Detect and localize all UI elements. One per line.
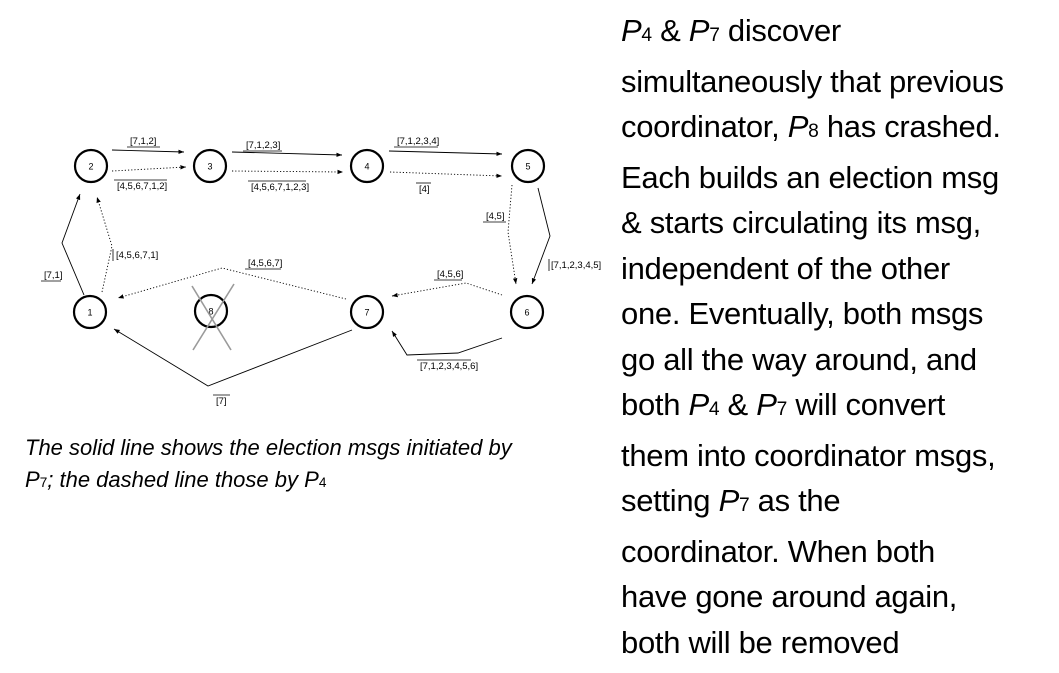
node-7-label: 7 bbox=[364, 308, 369, 318]
node-5: 5 bbox=[510, 148, 546, 184]
node-1-label: 1 bbox=[87, 308, 92, 318]
node-2-label: 2 bbox=[88, 162, 93, 172]
edge-dashed-3-4 bbox=[231, 169, 344, 175]
para-line-3: coordinator, P8 has crashed. bbox=[621, 109, 1001, 144]
diagram-caption: The solid line shows the election msgs i… bbox=[25, 432, 615, 499]
caption-p4: P4 bbox=[304, 467, 327, 492]
label-dashed-4-5: [4] bbox=[419, 184, 430, 195]
edge-solid-4-5 bbox=[388, 150, 503, 157]
caption-p7: P7 bbox=[25, 467, 48, 492]
label-dashed-7-1: [4,5,6,7] bbox=[248, 258, 282, 269]
para-line-7: one. Eventually, both msgs bbox=[621, 296, 984, 331]
para-line-14: both will be removed bbox=[621, 624, 900, 660]
para-line-1: P4 & P7 discover bbox=[621, 13, 841, 48]
label-solid-1-2: [7,1] bbox=[44, 270, 63, 281]
label-solid-6-7: [7,1,2,3,4,5,6] bbox=[420, 361, 478, 372]
para-line-5: & starts circulating its msg, bbox=[621, 205, 981, 240]
label-dashed-1-2: [4,5,6,7,1] bbox=[116, 250, 158, 261]
para-line-9: both P4 & P7 will convert bbox=[621, 387, 946, 422]
caption-line-2: ; the dashed line those by bbox=[47, 467, 305, 492]
explanation-paragraph: P4 & P7 discover simultaneously that pre… bbox=[621, 8, 1053, 665]
para-line-12: coordinator. When both bbox=[621, 533, 935, 569]
crash-cross-line-a bbox=[191, 285, 232, 351]
para-line-6: independent of the other bbox=[621, 250, 950, 286]
edge-solid-3-4 bbox=[231, 151, 343, 158]
node-2: 2 bbox=[73, 148, 109, 184]
edge-solid-5-6 bbox=[531, 187, 551, 285]
para-line-11: setting P7 as the bbox=[621, 483, 841, 518]
node-8-label: 8 bbox=[208, 307, 213, 317]
node-5-label: 5 bbox=[525, 162, 530, 172]
label-dashed-6-7: [4,5,6] bbox=[437, 269, 463, 280]
edge-dashed-7-1 bbox=[117, 267, 347, 300]
para-line-10: them into coordinator msgs, bbox=[621, 437, 996, 473]
label-solid-3-4: [7,1,2,3] bbox=[246, 140, 280, 151]
label-dashed-3-4: [4,5,6,7,1,2,3] bbox=[251, 182, 309, 193]
label-solid-2-3: [7,1,2] bbox=[130, 136, 156, 147]
node-3: 3 bbox=[192, 148, 228, 184]
edge-dashed-5-6 bbox=[507, 184, 518, 285]
edge-solid-2-3 bbox=[111, 149, 185, 155]
caption-line-1: The solid line shows the election msgs i… bbox=[25, 435, 512, 460]
para-line-4: Each builds an election msg bbox=[621, 159, 999, 195]
label-solid-7-1: [7] bbox=[216, 396, 227, 407]
node-1: 1 bbox=[72, 294, 108, 330]
crash-cross-line-b bbox=[192, 283, 235, 351]
node-6-label: 6 bbox=[524, 308, 529, 318]
edge-solid-1-2 bbox=[61, 193, 85, 296]
node-3-label: 3 bbox=[207, 162, 212, 172]
edge-dashed-2-3 bbox=[111, 165, 187, 172]
edge-dashed-1-2 bbox=[96, 196, 113, 293]
node-4: 4 bbox=[349, 148, 385, 184]
election-ring-diagram: 1 2 3 4 5 6 7 8 [7,1,2] [4,5,6,7,1,2] [7… bbox=[41, 136, 601, 407]
edge-solid-6-7 bbox=[391, 330, 503, 356]
label-solid-4-5: [7,1,2,3,4] bbox=[397, 136, 439, 147]
node-8-crashed: 8 bbox=[191, 283, 235, 351]
label-dashed-5-6: [4,5] bbox=[486, 211, 505, 222]
edge-dashed-4-5 bbox=[389, 171, 503, 179]
label-solid-5-6: [7,1,2,3,4,5] bbox=[551, 260, 601, 271]
para-line-13: have gone around again, bbox=[621, 579, 958, 614]
edge-dashed-6-7 bbox=[391, 282, 503, 298]
label-dashed-2-3: [4,5,6,7,1,2] bbox=[117, 181, 167, 192]
para-line-8: go all the way around, and bbox=[621, 341, 977, 377]
node-6: 6 bbox=[509, 294, 545, 330]
node-4-label: 4 bbox=[364, 162, 369, 172]
node-7: 7 bbox=[349, 294, 385, 330]
edge-solid-7-1 bbox=[113, 328, 353, 387]
para-line-2: simultaneously that previous bbox=[621, 63, 1004, 99]
